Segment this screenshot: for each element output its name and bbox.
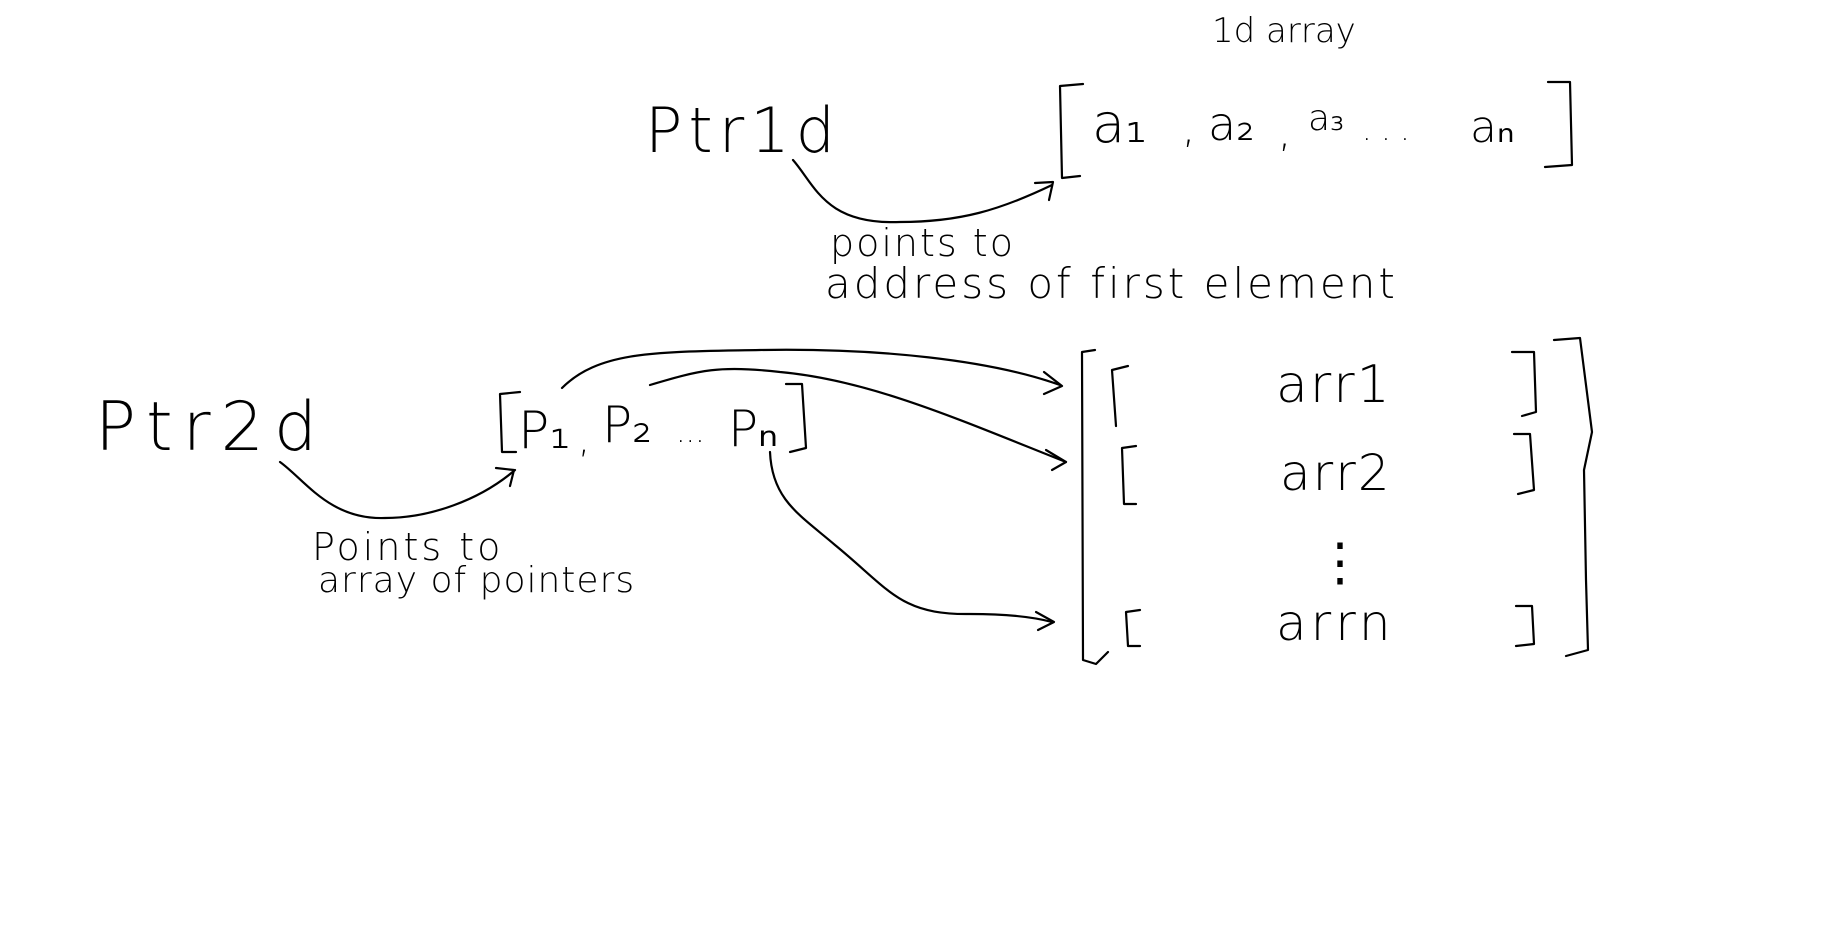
arrow-p1-to-arr1: [560, 348, 1062, 390]
pointer-p2: P₂: [602, 396, 652, 454]
row2-right-bracket: [1512, 432, 1536, 496]
arrow-ptr2d-head: [494, 466, 516, 488]
pointer-separator: ,: [578, 417, 590, 461]
arrow-ptr1d-to-array: [791, 158, 1054, 224]
arrow-p2-head: [1044, 448, 1068, 472]
caption-array-of-pointers: array of pointers: [318, 560, 635, 601]
row-vertical-ellipsis: ⋮: [1314, 533, 1366, 593]
pointer-pn: Pₙ: [728, 400, 778, 458]
pointer-ellipsis: ...: [676, 415, 705, 450]
arrow-pn-to-arrn: [768, 450, 1054, 624]
element-a2: a₂: [1208, 97, 1255, 151]
caption-points-to: points to: [830, 221, 1015, 265]
caption-address-of-first-element: address of first element: [825, 259, 1398, 308]
element-a3: a₃: [1308, 98, 1345, 139]
separator-1: ,: [1182, 103, 1195, 152]
row-arr1: arr1: [1276, 355, 1392, 415]
rown-right-bracket: [1514, 604, 1536, 648]
rown-left-bracket: [1124, 608, 1142, 648]
separator-2: ,: [1278, 107, 1291, 156]
row1-right-bracket: [1510, 350, 1538, 418]
matrix-outer-left-bracket: [1080, 348, 1110, 666]
arrow-p1-head: [1042, 370, 1064, 396]
ptr1d-label: Ptr1d: [645, 94, 841, 167]
element-a1: a₁: [1092, 92, 1147, 155]
arrow-ptr1d-head: [1033, 180, 1055, 202]
row-arrn: arrn: [1276, 594, 1395, 652]
ellipsis: . . .: [1362, 113, 1410, 148]
pointer-array-left-bracket: [498, 390, 522, 454]
ptr2d-label: Ptr2d: [95, 388, 327, 467]
row2-left-bracket: [1120, 444, 1138, 506]
arrow-ptr2d-to-pointers: [278, 460, 517, 520]
arrow-p2-to-arr2: [648, 367, 1068, 464]
row-arr2: arr2: [1280, 444, 1392, 502]
row1-left-bracket: [1110, 364, 1130, 428]
caption-points-to-2d: Points to: [312, 525, 503, 569]
array-1d-left-bracket: [1058, 82, 1085, 180]
array-1d-right-bracket: [1543, 80, 1574, 169]
pointer-array-right-bracket: [784, 382, 808, 454]
heading-1d-array: 1d array: [1212, 11, 1356, 51]
element-an: aₙ: [1470, 102, 1515, 153]
arrow-pn-head: [1034, 610, 1056, 632]
pointer-p1: P₁: [518, 401, 570, 461]
matrix-outer-right-bracket: [1552, 336, 1594, 658]
